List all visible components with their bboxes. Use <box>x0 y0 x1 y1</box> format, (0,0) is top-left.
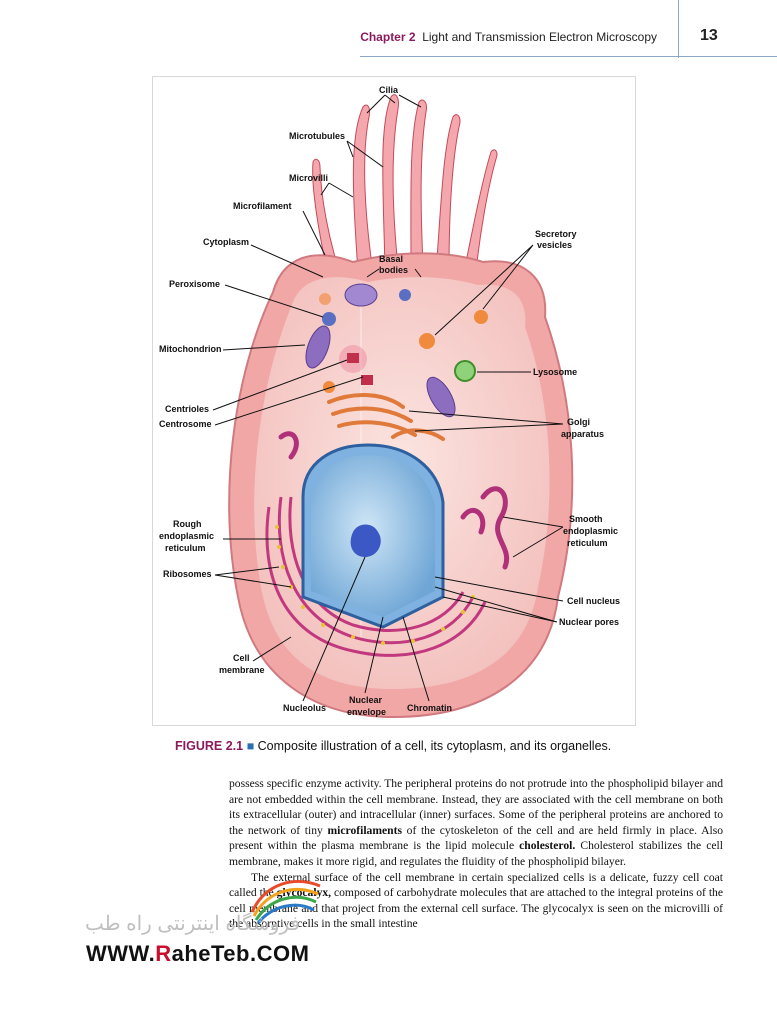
secretory-vesicle <box>323 381 335 393</box>
mitochondrion <box>426 376 456 418</box>
cell-diagram: Cilia Microtubules Microvilli Microfilam… <box>159 85 620 719</box>
label-rough-er-2: endoplasmic <box>159 531 214 541</box>
chapter-title: Light and Transmission Electron Microsco… <box>422 30 657 44</box>
label-microvilli: Microvilli <box>289 173 328 183</box>
label-cilia: Cilia <box>379 85 399 95</box>
ribosomes <box>275 525 475 645</box>
lysosome <box>454 360 476 382</box>
label-nuclear-pores: Nuclear pores <box>559 617 619 627</box>
label-nuclear-envelope-1: Nuclear <box>349 695 383 705</box>
figure-caption: FIGURE 2.1 ■ Composite illustration of a… <box>175 739 611 753</box>
label-smooth-er-1: Smooth <box>569 514 603 524</box>
smooth-er <box>278 431 510 570</box>
label-cell-membrane-1: Cell <box>233 653 250 663</box>
label-smooth-er-3: reticulum <box>567 538 608 548</box>
label-peroxisome: Peroxisome <box>169 279 220 289</box>
running-head: Chapter 2 Light and Transmission Electro… <box>360 30 657 44</box>
label-ribosomes: Ribosomes <box>163 569 212 579</box>
watermark-logo-icon <box>250 880 321 924</box>
label-basal-2: bodies <box>379 265 408 275</box>
label-mitochondrion: Mitochondrion <box>159 344 222 354</box>
page-header: Chapter 2 Light and Transmission Electro… <box>0 0 777 60</box>
label-basal-1: Basal <box>379 254 403 264</box>
figure-illustration: Cilia Microtubules Microvilli Microfilam… <box>152 76 636 726</box>
secretory-vesicle <box>399 289 411 301</box>
label-centrosome: Centrosome <box>159 419 212 429</box>
label-golgi-2: apparatus <box>561 429 604 439</box>
cilia <box>312 94 498 283</box>
centrosome <box>339 345 373 385</box>
label-cell-membrane-2: membrane <box>219 665 265 675</box>
page-number: 13 <box>700 27 718 44</box>
label-microtubules: Microtubules <box>289 131 345 141</box>
header-divider <box>678 0 679 58</box>
body-text: possess specific enzyme activity. The pe… <box>229 776 723 932</box>
secretory-vesicle <box>319 293 331 305</box>
watermark-url: WWW.RaheTeb.COM <box>86 941 310 966</box>
figure-number: FIGURE 2.1 <box>175 739 244 753</box>
nucleolus <box>350 524 381 557</box>
header-rule <box>360 56 777 57</box>
watermark-persian: فروشگاه اینترنتی راه طب <box>85 913 301 935</box>
label-cell-nucleus: Cell nucleus <box>567 596 620 606</box>
mitochondrion <box>344 283 378 307</box>
label-nucleolus: Nucleolus <box>283 703 326 713</box>
label-rough-er-3: reticulum <box>165 543 206 553</box>
label-smooth-er-2: endoplasmic <box>563 526 618 536</box>
peroxisome <box>322 312 336 326</box>
caption-text: Composite illustration of a cell, its cy… <box>257 739 612 753</box>
label-golgi-1: Golgi <box>567 417 590 427</box>
label-chromatin: Chromatin <box>407 703 452 713</box>
secretory-vesicle <box>474 310 488 324</box>
label-nuclear-envelope-2: envelope <box>347 707 386 717</box>
leader-lines <box>212 94 564 702</box>
paragraph: possess specific enzyme activity. The pe… <box>229 777 723 868</box>
secretory-vesicle <box>419 333 435 349</box>
caption-marker: ■ <box>246 739 255 753</box>
label-rough-er-1: Rough <box>173 519 202 529</box>
label-secretory-2: vesicles <box>537 240 572 250</box>
label-lysosome: Lysosome <box>533 367 577 377</box>
chapter-label: Chapter 2 <box>360 30 416 44</box>
label-cytoplasm: Cytoplasm <box>203 237 249 247</box>
label-secretory-1: Secretory <box>535 229 577 239</box>
mitochondrion <box>305 325 331 369</box>
label-centrioles: Centrioles <box>165 404 209 414</box>
figure-labels: Cilia Microtubules Microvilli Microfilam… <box>159 85 620 717</box>
label-microfilament: Microfilament <box>233 201 292 211</box>
